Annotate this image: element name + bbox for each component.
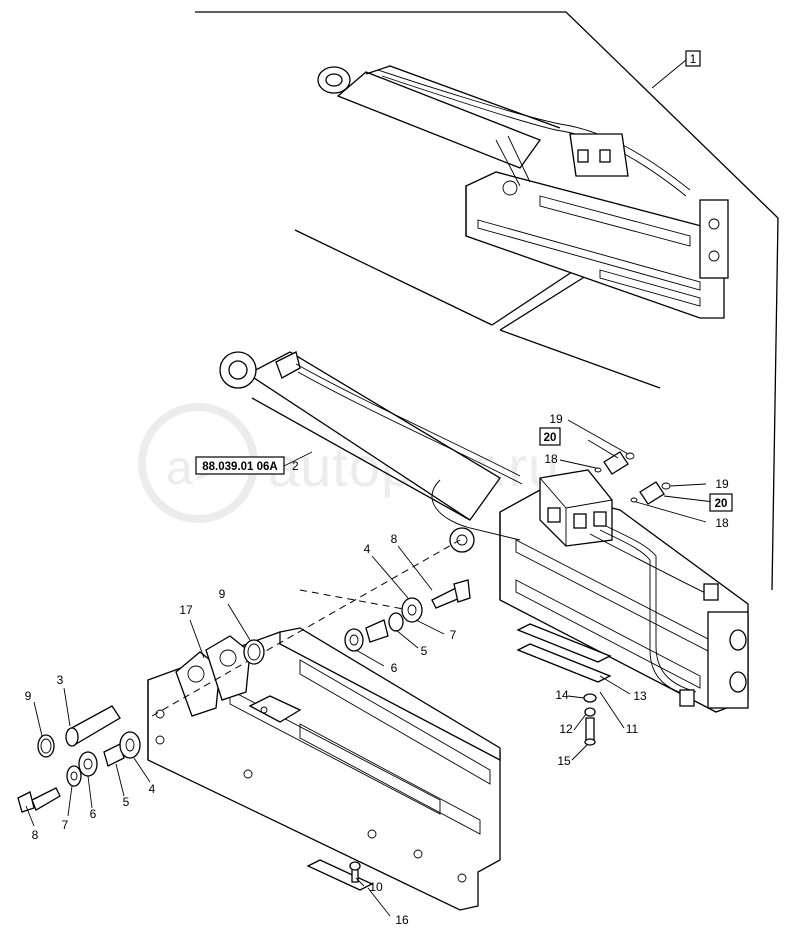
mounting-bracket [147, 627, 501, 911]
callout-washer-left: 4 [149, 782, 156, 796]
callout-bolt-pad: 15 [557, 754, 571, 768]
callout-spacer-left: 6 [90, 807, 97, 821]
callout-circlip-right: 9 [219, 587, 226, 601]
callout-nut-pad: 14 [555, 688, 569, 702]
callout-screw-pad: 11 [626, 722, 639, 736]
callout-labels: 1 88.039.01 06A 2 20 20 19 18 19 18 3 9 … [25, 50, 733, 927]
callout-lockwasher-right: 7 [450, 628, 457, 642]
callout-lockwasher-left: 7 [62, 818, 69, 832]
hydraulic-cylinder [219, 351, 523, 553]
callout-oring-lower: 18 [715, 516, 729, 530]
cylinder-frame [431, 469, 749, 713]
callout-seal-upper: 19 [549, 412, 563, 426]
callout-oring-upper: 18 [544, 452, 558, 466]
callout-seal-lower: 19 [715, 477, 729, 491]
callout-bushing-right: 5 [421, 644, 428, 658]
reference-code: 88.039.01 06A [202, 461, 277, 473]
callout-bushing-left: 5 [123, 795, 130, 809]
loose-parts [17, 451, 671, 891]
callout-washer-right: 4 [364, 542, 371, 556]
callout-spacer-right: 6 [391, 661, 398, 675]
overview-assembly [317, 65, 729, 319]
leader-lines [25, 419, 715, 917]
callout-pad-strip: 13 [633, 689, 647, 703]
callout-strip-bottom: 16 [395, 913, 409, 927]
callout-assembly: 1 [690, 52, 697, 66]
callout-bolt-right: 8 [391, 532, 398, 546]
assembly-outline [195, 11, 779, 591]
callout-fitting-lower: 20 [715, 498, 728, 510]
callout-circlip-left: 9 [25, 689, 32, 703]
callout-bracket: 17 [179, 603, 193, 617]
callout-fitting-upper: 20 [544, 432, 557, 444]
callout-bolt-left: 8 [32, 828, 39, 842]
callout-cylinder: 2 [292, 459, 299, 473]
callout-washer-pad: 12 [559, 722, 573, 736]
callout-screw-bottom: 10 [369, 880, 383, 894]
callout-pin-left: 3 [57, 673, 64, 687]
